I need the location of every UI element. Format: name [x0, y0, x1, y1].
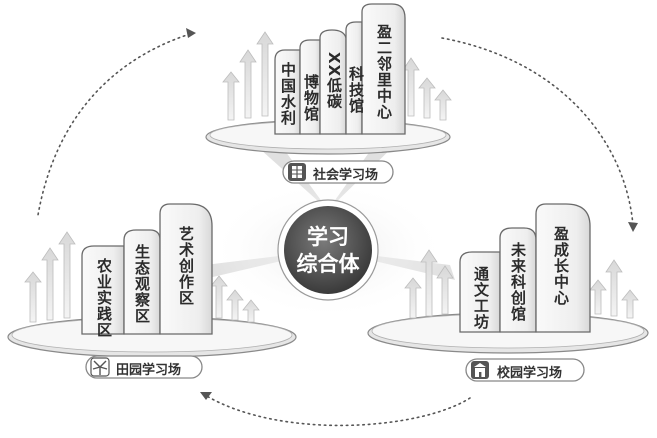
building-label-social-3: XX低碳 [325, 52, 343, 110]
building-label-social-2: 博物馆 [302, 74, 320, 122]
group-campus [367, 203, 649, 382]
hub-circle [284, 206, 372, 294]
arrowhead-right [628, 222, 638, 232]
building-rural-3 [159, 203, 213, 335]
group-social [205, 3, 452, 184]
hub-title-line2: 综合体 [296, 252, 360, 276]
building-social-1 [274, 49, 301, 135]
building-campus-3 [535, 203, 591, 333]
school-building-icon [471, 361, 489, 379]
buildings-social [274, 3, 406, 135]
building-social-4 [345, 21, 363, 135]
arrowhead-bottom [200, 392, 212, 400]
buildings-rural [81, 203, 213, 335]
building-label-social-5: 盈二邻里中心 [375, 24, 393, 120]
growth-arrows-rural [24, 231, 260, 323]
building-label-social-1: 中国水利 [279, 62, 297, 126]
flow-arc-right [441, 37, 634, 226]
building-label-rural-1: 农业实践区 [95, 258, 113, 338]
windmill-icon [90, 357, 110, 377]
flow-arrowheads [186, 28, 638, 400]
building-social-2 [299, 39, 321, 135]
building-label-rural-2: 生态观察区 [133, 244, 151, 324]
building-label-social-4: 科技馆 [347, 66, 365, 114]
flow-arrows [37, 33, 634, 427]
building-label-campus-3: 盈成长中心 [552, 226, 570, 306]
building-rural-1 [81, 245, 125, 335]
building-label-rural-3: 艺术创作区 [177, 226, 195, 306]
building-campus-1 [459, 251, 501, 333]
growth-arrows-campus [404, 249, 639, 319]
pill-social [282, 160, 394, 184]
office-building-icon [288, 163, 306, 181]
building-label-campus-1: 通文工坊 [472, 266, 490, 330]
pill-label-social: 社会学习场 [313, 168, 379, 183]
pill-rural [85, 355, 203, 379]
building-label-campus-2: 未来科创馆 [509, 242, 527, 322]
group-rural [7, 203, 297, 379]
buildings-campus [459, 203, 591, 333]
arrowhead-top [186, 28, 196, 38]
hub-title-line1: 学习 [307, 225, 349, 249]
pill-campus [465, 358, 585, 382]
flow-arc-left [37, 33, 191, 216]
pill-label-rural: 田园学习场 [116, 363, 182, 378]
growth-arrows-social [222, 31, 452, 121]
building-social-5 [361, 3, 406, 135]
flow-arc-bottom [204, 394, 471, 427]
pill-label-campus: 校园学习场 [497, 366, 563, 381]
